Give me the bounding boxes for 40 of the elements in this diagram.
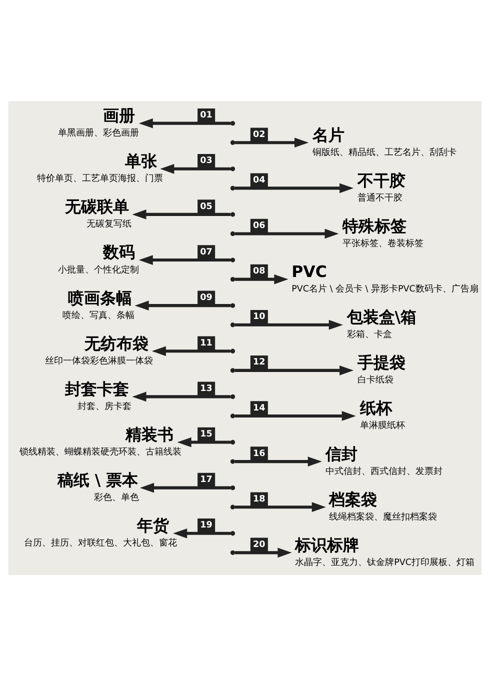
edge-label: 05 [200,202,212,212]
node-text: 信封 中式信封、西式信封、发票封 [326,444,443,477]
edge-label: 08 [253,266,266,277]
edge-label: 16 [253,448,266,459]
node-text: 画册 单黑画册、彩色画册 [58,106,140,139]
edge-label: 03 [200,156,212,166]
node-text: 无纺布袋 丝印一体袋彩色淋膜一体袋 [45,334,154,366]
node-text: 不干胶 普通不干胶 [357,170,406,204]
edge-label: 04 [253,175,266,186]
edge-label: 02 [253,130,266,140]
edge-label: 09 [200,292,212,303]
node-text: 特殊标签 平张标签、卷装标签 [342,216,424,250]
node-text: PVC PVC名片 \ 会员卡 \ 异形卡PVC数码卡、广告扇 [292,262,478,295]
node-text: 精装书 锁线精装、蝴蝶精装硬壳环装、古籍线装 [20,424,182,458]
node-text: 稿纸 \ 票本 彩色、单色 [57,470,140,504]
node-text: 单张 特价单页、工艺单页海报、门票 [37,152,164,184]
edge-label: 19 [200,520,212,531]
edge-label: 14 [253,403,266,414]
edge-label: 07 [200,247,212,258]
node-text: 纸杯 单淋膜纸杯 [360,398,405,432]
node-text: 包装盒\箱 彩箱、卡盒 [346,308,417,340]
edge-label: 15 [200,430,212,440]
edge-label: 12 [253,358,266,368]
edge-label: 11 [200,338,212,348]
edge-label: 10 [253,312,266,322]
edge-label: 06 [253,221,266,232]
node-text: 名片 铜版纸、精品纸、工艺名片、刮刮卡 [312,125,457,158]
node-text: 喷画条幅 喷绘、写真、条幅 [62,288,135,321]
node-text: 标识标牌 水晶字、亚克力、钛金牌PVC打印展板、灯箱 [295,535,474,568]
node-text: 数码 小批量、个性化定制 [58,242,140,276]
node-text: 年货 台历、挂历、对联红包、大礼包、窗花 [24,516,178,549]
edge-label: 18 [253,494,266,504]
node-text: 封套卡套 封套、房卡套 [65,379,132,412]
node-text: 无碳联单 无碳复写纸 [65,197,132,230]
edge-label: 20 [253,540,266,550]
edge-label: 13 [200,384,212,394]
node-text: 手提袋 白卡纸袋 [357,353,406,386]
node-text: 档案袋 线绳档案袋、魔丝扣档案袋 [329,490,438,522]
edge-label: 01 [200,110,212,121]
edge-label: 17 [200,475,212,486]
